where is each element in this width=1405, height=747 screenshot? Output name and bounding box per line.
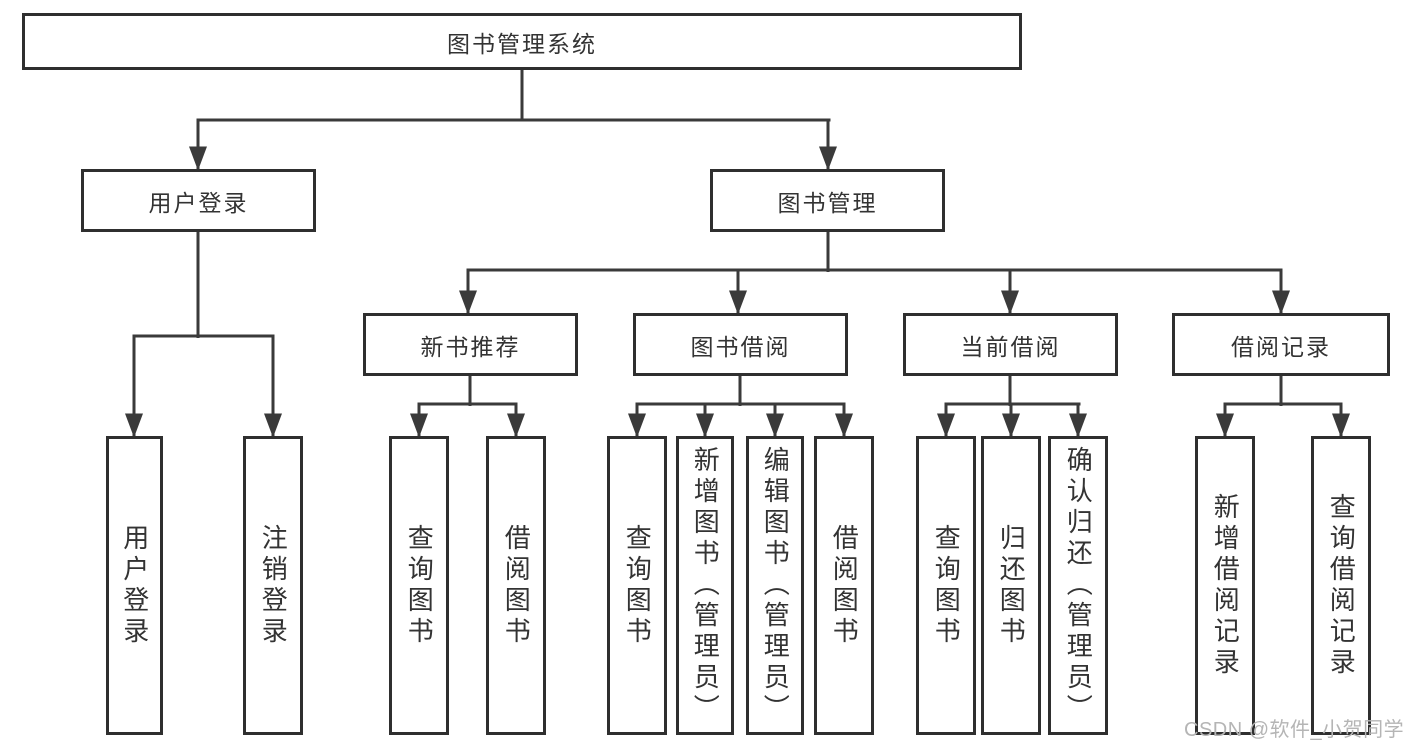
node-user-login: 用户登录: [81, 169, 316, 232]
connector-trunks: [132, 70, 1343, 406]
leaf-query-books-recommend: 查询图书: [389, 436, 449, 735]
leaf-confirm-return-admin: 确认归还（管理员）: [1048, 436, 1108, 735]
leaf-add-books-admin: 新增图书（管理员）: [676, 436, 734, 735]
leaf-query-books-current: 查询图书: [916, 436, 976, 735]
leaf-add-borrow-record: 新增借阅记录: [1195, 436, 1255, 735]
leaf-return-books: 归还图书: [981, 436, 1041, 735]
node-borrowing-records: 借阅记录: [1172, 313, 1390, 376]
csdn-watermark: CSDN @软件_小贺同学: [1184, 719, 1405, 741]
node-book-borrowing: 图书借阅: [633, 313, 848, 376]
node-current-borrowing: 当前借阅: [903, 313, 1118, 376]
leaf-user-login: 用户登录: [106, 436, 163, 735]
leaf-borrow-books: 借阅图书: [814, 436, 874, 735]
node-book-management: 图书管理: [710, 169, 945, 232]
leaf-query-books-borrowing: 查询图书: [607, 436, 667, 735]
leaf-query-borrow-record: 查询借阅记录: [1311, 436, 1371, 735]
leaf-edit-books-admin: 编辑图书（管理员）: [746, 436, 804, 735]
connector-arrows: [125, 120, 1350, 438]
node-library-management-system: 图书管理系统: [22, 13, 1022, 70]
leaf-logout: 注销登录: [243, 436, 303, 735]
node-new-book-recommendation: 新书推荐: [363, 313, 578, 376]
leaf-borrow-books-recommend: 借阅图书: [486, 436, 546, 735]
